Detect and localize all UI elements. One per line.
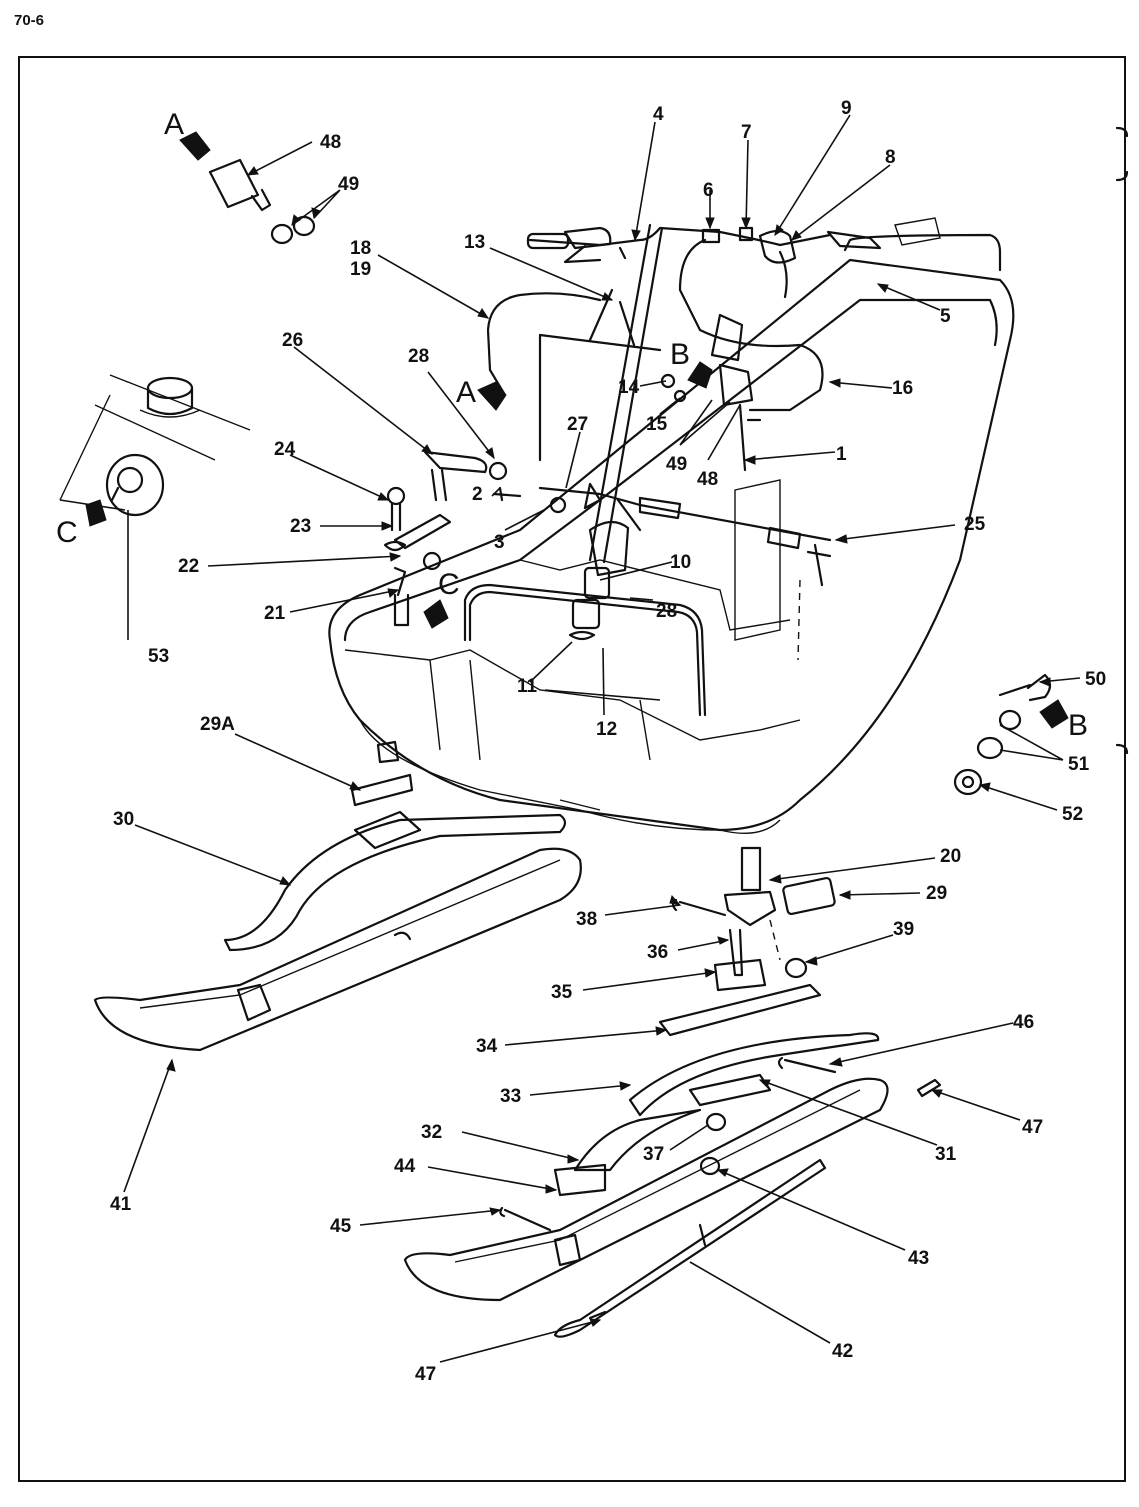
callout-29: 29 bbox=[926, 883, 947, 904]
page-number: 70-6 bbox=[14, 12, 45, 29]
callout-44: 44 bbox=[394, 1156, 416, 1177]
callout-47-right: 47 bbox=[1022, 1117, 1043, 1138]
left-ski bbox=[93, 810, 582, 1052]
wear-pad bbox=[350, 773, 414, 807]
callout-45: 45 bbox=[330, 1216, 352, 1237]
view-arrow-b-mid bbox=[687, 361, 713, 389]
callout-53: 53 bbox=[148, 646, 169, 667]
callout-10: 10 bbox=[670, 552, 691, 573]
callout-31: 31 bbox=[935, 1144, 957, 1165]
view-label-c-mid: C bbox=[438, 568, 460, 601]
view-label-a-mid: A bbox=[456, 376, 476, 409]
callout-19: 19 bbox=[350, 259, 371, 280]
callout-2: 2 bbox=[472, 484, 483, 505]
callout-25: 25 bbox=[964, 514, 986, 535]
callout-numbers: 1 2 3 4 5 6 7 8 9 10 11 12 13 14 15 16 1… bbox=[110, 98, 1106, 1385]
throttle-cable bbox=[678, 238, 824, 412]
view-arrow-a-top bbox=[179, 131, 211, 161]
spindle bbox=[671, 846, 836, 979]
callout-37: 37 bbox=[643, 1144, 664, 1165]
callout-23: 23 bbox=[290, 516, 311, 537]
callout-24: 24 bbox=[274, 439, 296, 460]
callout-42: 42 bbox=[832, 1341, 853, 1362]
callout-20: 20 bbox=[940, 846, 961, 867]
callout-34: 34 bbox=[476, 1036, 498, 1057]
brake-cable bbox=[486, 292, 602, 397]
spindle-hardware-inset bbox=[953, 673, 1052, 796]
callout-30: 30 bbox=[113, 809, 134, 830]
callout-9: 9 bbox=[841, 98, 852, 119]
callout-7: 7 bbox=[741, 122, 752, 143]
view-label-a-top: A bbox=[164, 108, 184, 141]
handlebar bbox=[526, 226, 882, 299]
callout-38: 38 bbox=[576, 909, 597, 930]
rear-rail bbox=[843, 233, 1002, 272]
leader-arrowheads bbox=[166, 166, 1051, 1327]
callout-21: 21 bbox=[264, 603, 286, 624]
callout-11: 11 bbox=[517, 676, 538, 697]
callout-39: 39 bbox=[893, 919, 914, 940]
callout-8: 8 bbox=[885, 147, 896, 168]
steering-arm bbox=[383, 450, 488, 627]
callout-16: 16 bbox=[892, 378, 913, 399]
callout-48-mid: 48 bbox=[697, 469, 718, 490]
tie-rod bbox=[488, 461, 832, 587]
view-arrow-b-right bbox=[1039, 699, 1069, 729]
callout-41: 41 bbox=[110, 1194, 132, 1215]
callout-29a: 29A bbox=[200, 714, 235, 735]
callout-14: 14 bbox=[618, 377, 640, 398]
diagram-frame bbox=[18, 56, 1126, 1482]
right-ski bbox=[403, 958, 942, 1338]
callout-50: 50 bbox=[1085, 669, 1106, 690]
callout-12: 12 bbox=[596, 719, 617, 740]
callout-46: 46 bbox=[1013, 1012, 1034, 1033]
callout-47-bottom: 47 bbox=[415, 1364, 436, 1385]
view-label-b-mid: B bbox=[670, 338, 690, 371]
callout-32: 32 bbox=[421, 1122, 442, 1143]
callout-5: 5 bbox=[940, 306, 951, 327]
callout-48-top: 48 bbox=[320, 132, 341, 153]
cable-adjuster-inset bbox=[208, 158, 316, 245]
view-label-b-right: B bbox=[1068, 709, 1088, 742]
callout-49-top: 49 bbox=[338, 174, 359, 195]
callout-27: 27 bbox=[567, 414, 588, 435]
callout-35: 35 bbox=[551, 982, 573, 1003]
view-arrow-c-mid bbox=[423, 599, 449, 629]
view-arrow-a-mid bbox=[477, 381, 507, 411]
callout-26: 26 bbox=[282, 330, 303, 351]
callout-28-bottom: 28 bbox=[656, 601, 677, 622]
callout-51: 51 bbox=[1068, 754, 1090, 775]
callout-49-mid: 49 bbox=[666, 454, 687, 475]
fuel-cap-inset bbox=[59, 374, 251, 517]
view-arrows bbox=[85, 131, 1069, 729]
callout-15: 15 bbox=[646, 414, 668, 435]
page-edge-marks bbox=[1115, 126, 1129, 755]
steering-column bbox=[568, 223, 664, 641]
view-label-c-left: C bbox=[56, 516, 78, 549]
callout-18: 18 bbox=[350, 238, 371, 259]
callout-6: 6 bbox=[703, 180, 714, 201]
callout-36: 36 bbox=[647, 942, 668, 963]
callout-1: 1 bbox=[836, 444, 847, 465]
view-arrow-c-left bbox=[85, 499, 107, 527]
callout-28-top: 28 bbox=[408, 346, 429, 367]
callout-43: 43 bbox=[908, 1248, 929, 1269]
callout-33: 33 bbox=[500, 1086, 521, 1107]
callout-4: 4 bbox=[653, 104, 664, 125]
callout-22: 22 bbox=[178, 556, 199, 577]
leader-lines bbox=[59, 114, 1081, 1363]
callout-13: 13 bbox=[464, 232, 485, 253]
callout-52: 52 bbox=[1062, 804, 1083, 825]
callout-3: 3 bbox=[494, 532, 505, 553]
